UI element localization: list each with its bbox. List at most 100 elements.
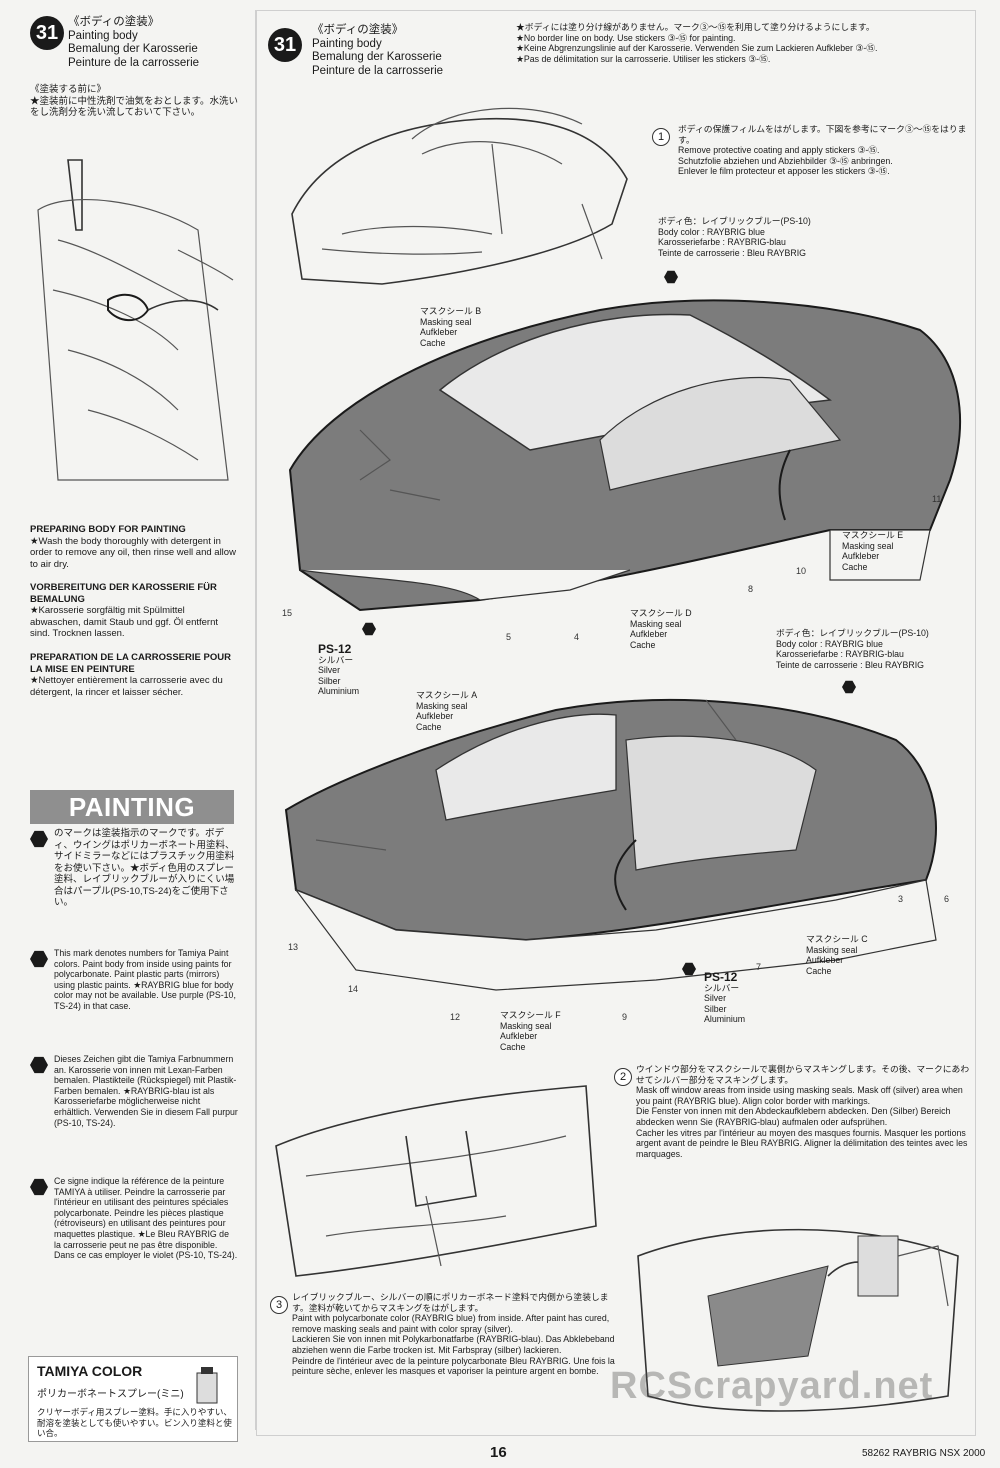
prep-en: PREPARING BODY FOR PAINTING ★Wash the bo… <box>30 524 238 570</box>
s2-de: Die Fenster von innen mit den Abdeckaufk… <box>636 1106 951 1127</box>
masking-inside-illustration <box>275 1085 597 1277</box>
mask-d-ja: マスクシール D <box>630 608 692 618</box>
mask-c-ja: マスクシール C <box>806 934 868 944</box>
spray-painting-illustration <box>637 1228 959 1412</box>
spray-can-icon <box>196 1367 218 1404</box>
sticker-15-label: 15 <box>282 608 293 618</box>
left-title-de: Bemalung der Karosserie <box>68 43 198 55</box>
step-3-text: レイブリックブルー、シルバーの順にポリカーボネード塗料で内側から塗装します。塗料… <box>292 1292 622 1377</box>
tamiya-color-logo: TAMIYA COLOR ポリカーボネートスプレー(ミニ) クリヤーボディ用スプ… <box>28 1356 238 1442</box>
ps12-fr-2: Aluminium <box>704 1014 746 1025</box>
right-title-fr: Peinture de la carrosserie <box>312 64 444 77</box>
prep-de: VORBEREITUNG DER KAROSSERIE FÜR BEMALUNG… <box>30 582 238 640</box>
left-title-en: Painting body <box>68 29 138 42</box>
mask-f-en: Masking seal <box>500 1020 552 1031</box>
painting-section-title: PAINTING <box>30 790 234 824</box>
painting-fr: Ce signe indique la référence de la pein… <box>54 1176 238 1261</box>
note-fr: ★Pas de délimitation sur la carrosserie.… <box>516 53 771 64</box>
note-en: ★No border line on body. Use stickers ③-… <box>516 32 736 43</box>
paint-mark-icon <box>842 680 856 694</box>
s3-de: Lackieren Sie von innen mit Polykarbonat… <box>292 1334 615 1355</box>
mask-d-en: Masking seal <box>630 618 682 629</box>
body-color-fr: Teinte de carrosserie : Bleu RAYBRIG <box>658 247 806 258</box>
ps12-ja-2: シルバー <box>704 982 740 993</box>
sticker-5-label: 5 <box>506 632 512 642</box>
body-color-en: Body color : RAYBRIG blue <box>658 226 765 237</box>
mask-a-en: Masking seal <box>416 700 468 711</box>
sticker-9-label: 9 <box>622 1012 628 1022</box>
mask-c-de: Aufkleber <box>806 955 844 966</box>
prep-fr-body: ★Nettoyer entièrement la carrosserie ave… <box>30 675 223 698</box>
ps12-de: Silber <box>318 675 341 686</box>
mask-d-de: Aufkleber <box>630 629 668 640</box>
ps12-en: Silver <box>318 665 340 676</box>
mask-a-fr: Cache <box>416 721 442 732</box>
mask-f-ja: マスクシール F <box>500 1010 561 1020</box>
prep-fr: PREPARATION DE LA CARROSSERIE POUR LA MI… <box>30 652 238 698</box>
body-color-callout-bottom: ボディ色：レイブリックブルー(PS-10) Body color : RAYBR… <box>776 628 929 670</box>
left-title-fr: Peinture de la carrosserie <box>68 56 200 69</box>
prep-fr-title: PREPARATION DE LA CARROSSERIE POUR LA MI… <box>30 652 231 675</box>
mask-a-de: Aufkleber <box>416 711 454 722</box>
paint-mark-icon <box>30 830 48 848</box>
mask-b-callout: マスクシール B Masking seal Aufkleber Cache <box>420 306 481 348</box>
prep-ja: 《塗装する前に》 ★塗装前に中性洗剤で油気をおとします。水洗いをし洗剤分を洗い流… <box>30 84 240 119</box>
ps12-en-2: Silver <box>704 993 726 1004</box>
s1-ja: ボディの保護フィルムをはがします。下図を参考にマーク③〜⑮をはります。 <box>678 124 967 145</box>
mask-a-ja: マスクシール A <box>416 690 478 700</box>
s2-en: Mask off window areas from inside using … <box>636 1085 963 1106</box>
prep-de-title: VORBEREITUNG DER KAROSSERIE FÜR BEMALUNG <box>30 582 217 605</box>
left-title-ja: 《ボディの塗装》 <box>68 16 160 28</box>
mask-b-ja: マスクシール B <box>420 306 482 316</box>
step-1-text: ボディの保護フィルムをはがします。下図を参考にマーク③〜⑮をはります。 Remo… <box>678 124 968 177</box>
s1-de: Schutzfolie abziehen und Abziehbilder ③-… <box>678 155 893 166</box>
instruction-frame <box>256 10 976 1436</box>
mask-b-fr: Cache <box>420 337 446 348</box>
step-3-number: 3 <box>270 1296 288 1314</box>
logo-title: TAMIYA COLOR <box>37 1363 143 1379</box>
s3-fr: Peindre de l'intérieur avec de la peintu… <box>292 1355 615 1377</box>
right-title-ja: 《ボディの塗装》 <box>312 24 404 36</box>
body-color-ja-2: ボディ色：レイブリックブルー(PS-10) <box>776 628 929 638</box>
body-color-fr-2: Teinte de carrosserie : Bleu RAYBRIG <box>776 659 924 670</box>
wash-illustration <box>37 159 234 481</box>
s1-fr: Enlever le film protecteur et apposer le… <box>678 166 890 177</box>
mask-f-fr: Cache <box>500 1041 526 1052</box>
step-2-text: ウインドウ部分をマスクシールで裏側からマスキングします。その後、マークにあわせて… <box>636 1064 970 1159</box>
sticker-4-label: 4 <box>574 632 580 642</box>
prep-ja-body: ★塗装前に中性洗剤で油気をおとします。水洗いをし洗剤分を洗い流しておいて下さい。 <box>30 95 239 119</box>
prep-ja-title: 《塗装する前に》 <box>30 84 107 95</box>
s2-fr: Cacher les vitres par l'intérieur au moy… <box>636 1127 968 1159</box>
ps12-fr: Aluminium <box>318 686 360 697</box>
ps12-callout-bottom: PS-12 シルバー Silver Silber Aluminium <box>704 971 746 1025</box>
sticker-14-label: 14 <box>348 984 359 994</box>
mask-e-fr: Cache <box>842 561 868 572</box>
s2-ja: ウインドウ部分をマスクシールで裏側からマスキングします。その後、マークにあわせて… <box>636 1064 970 1085</box>
upper-car-diagram <box>288 299 961 612</box>
prep-en-title: PREPARING BODY FOR PAINTING <box>30 524 186 535</box>
body-color-de-2: Karosseriefarbe : RAYBRIG-blau <box>776 649 904 660</box>
mask-a-callout: マスクシール A Masking seal Aufkleber Cache <box>416 690 477 732</box>
sticker-8-label: 8 <box>748 584 754 594</box>
s3-en: Paint with polycarbonate color (RAYBRIG … <box>292 1313 610 1334</box>
mask-b-en: Masking seal <box>420 316 472 327</box>
mask-c-fr: Cache <box>806 965 832 976</box>
painting-de: Dieses Zeichen gibt die Tamiya Farbnumme… <box>54 1054 238 1128</box>
paint-mark-icon <box>30 1178 48 1196</box>
mask-f-de: Aufkleber <box>500 1031 538 1042</box>
paint-mark-icon <box>664 270 678 284</box>
right-title-block: 《ボディの塗装》 Painting body Bemalung der Karo… <box>312 24 443 78</box>
prep-en-body: ★Wash the body thoroughly with detergent… <box>30 535 236 570</box>
mask-c-callout: マスクシール C Masking seal Aufkleber Cache <box>806 934 868 976</box>
mask-d-callout: マスクシール D Masking seal Aufkleber Cache <box>630 608 692 650</box>
sticker-10-label: 10 <box>796 566 807 576</box>
step-31-badge-left: 31 <box>30 16 64 50</box>
mask-b-de: Aufkleber <box>420 327 458 338</box>
sticker-12-label: 12 <box>450 1012 461 1022</box>
column-divider <box>255 10 256 1430</box>
body-color-callout-top: ボディ色：レイブリックブルー(PS-10) Body color : RAYBR… <box>658 216 811 258</box>
painting-en: This mark denotes numbers for Tamiya Pai… <box>54 948 236 1011</box>
mask-e-en: Masking seal <box>842 540 894 551</box>
paint-mark-icon <box>362 622 376 636</box>
right-title-en: Painting body <box>312 37 382 50</box>
